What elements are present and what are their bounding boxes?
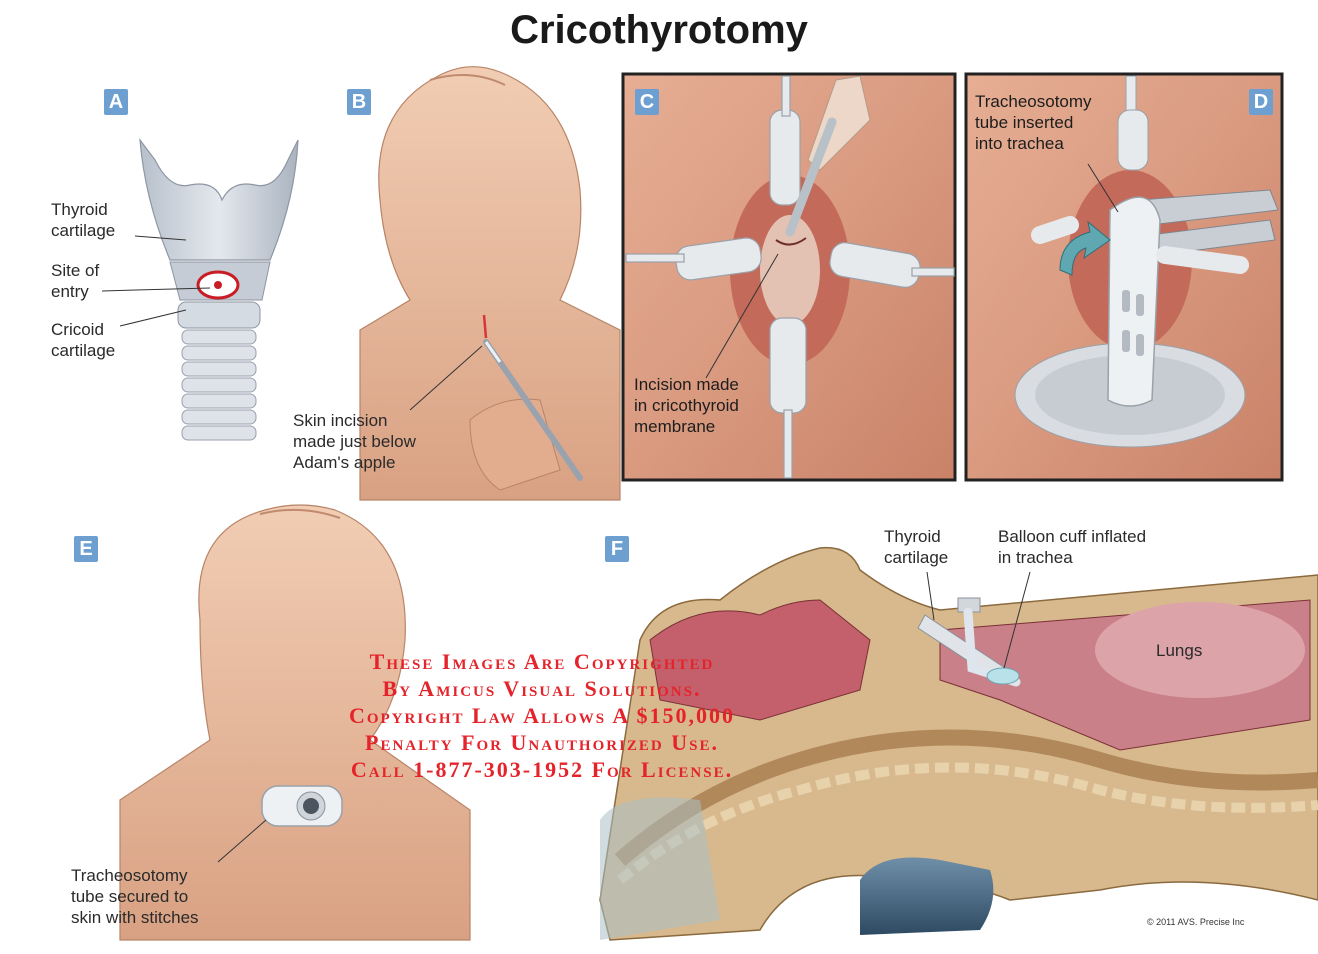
watermark-line: Penalty For Unauthorized Use.: [262, 729, 822, 756]
panel-d-letter: D: [1249, 89, 1273, 115]
image-credit: © 2011 AVS. Precise Inc: [1147, 917, 1244, 927]
label-site-of-entry: Site of entry: [51, 260, 99, 302]
label-balloon-cuff: Balloon cuff inflated in trachea: [998, 526, 1146, 568]
watermark-line: Copyright Law Allows A $150,000: [262, 702, 822, 729]
watermark-line: These Images Are Copyrighted: [262, 648, 822, 675]
watermark-line: Call 1-877-303-1952 For License.: [262, 756, 822, 783]
label-incision-membrane: Incision made in cricothyroid membrane: [634, 374, 739, 437]
panel-b-letter: B: [347, 89, 371, 115]
panel-c-letter: C: [635, 89, 659, 115]
label-tube-secured: Tracheosotomy tube secured to skin with …: [71, 865, 199, 928]
label-thyroid-cartilage-a: Thyroid cartilage: [51, 199, 115, 241]
label-thyroid-cartilage-f: Thyroid cartilage: [884, 526, 948, 568]
larynx-illustration: [102, 140, 298, 440]
panel-f-letter: F: [605, 536, 629, 562]
label-skin-incision: Skin incision made just below Adam's app…: [293, 410, 416, 473]
panel-e-letter: E: [74, 536, 98, 562]
label-lungs: Lungs: [1156, 640, 1202, 661]
label-cricoid-cartilage: Cricoid cartilage: [51, 319, 115, 361]
watermark-line: By Amicus Visual Solutions.: [262, 675, 822, 702]
panel-a-letter: A: [104, 89, 128, 115]
copyright-watermark: These Images Are Copyrighted By Amicus V…: [262, 648, 822, 783]
label-tube-inserted: Tracheosotomy tube inserted into trachea: [975, 91, 1092, 154]
